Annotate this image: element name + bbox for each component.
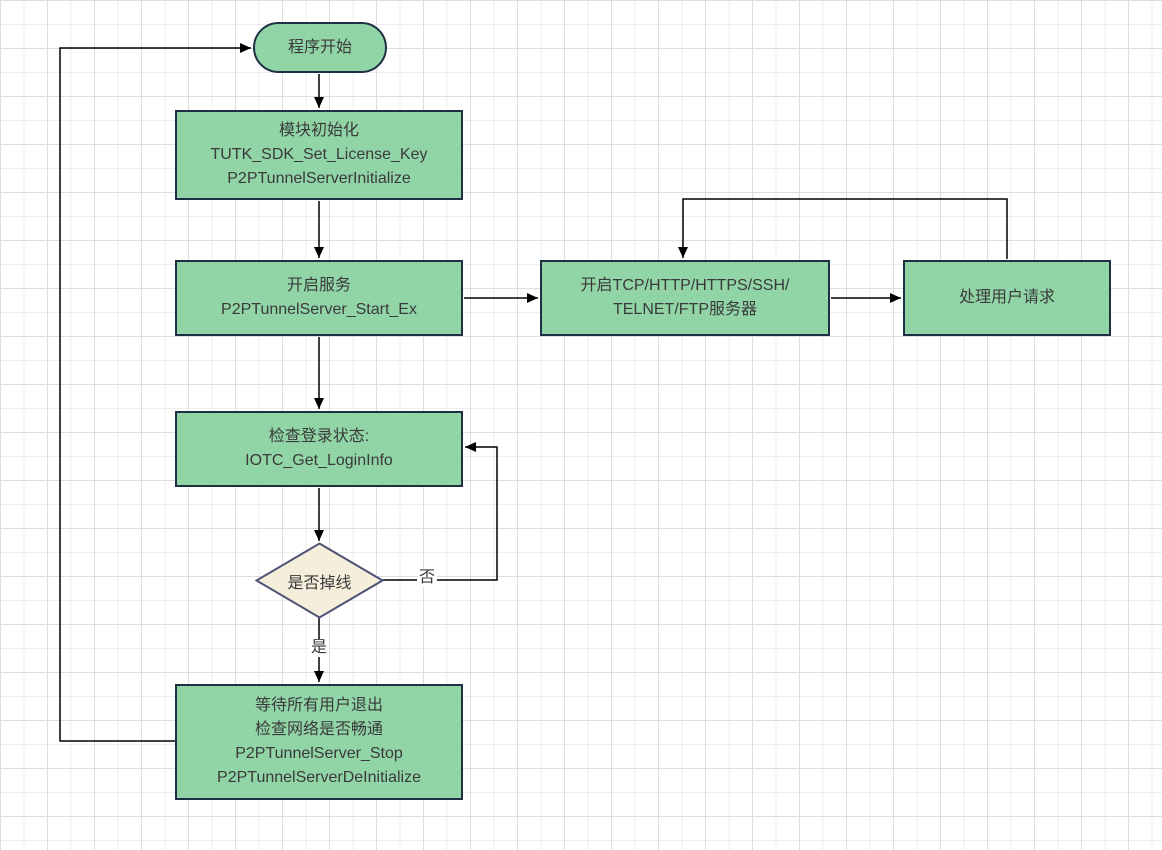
node-cleanup-line: 等待所有用户退出 [254, 697, 383, 714]
node-module-init-line: P2PTunnelServerInitialize [227, 170, 411, 187]
node-check-login-line: 检查登录状态: [268, 428, 370, 445]
node-cleanup[interactable]: 等待所有用户退出 检查网络是否畅通 P2PTunnelServer_Stop P… [175, 684, 463, 800]
node-cleanup-line: 检查网络是否畅通 [254, 721, 383, 738]
edge-label-yes: 是 [308, 639, 330, 657]
node-handle-requests[interactable]: 处理用户请求 [903, 260, 1111, 336]
node-decision[interactable]: 是否掉线 [255, 542, 384, 619]
node-start-label: 程序开始 [287, 38, 352, 56]
node-check-login[interactable]: 检查登录状态: IOTC_Get_LoginInfo [175, 411, 463, 487]
node-check-login-line: IOTC_Get_LoginInfo [245, 452, 393, 469]
node-open-servers[interactable]: 开启TCP/HTTP/HTTPS/SSH/ TELNET/FTP服务器 [540, 260, 830, 336]
node-module-init-line: 模块初始化 [278, 122, 359, 139]
node-open-servers-line: 开启TCP/HTTP/HTTPS/SSH/ [580, 277, 790, 294]
edge-handle-loop-to-servers [678, 198, 1008, 259]
node-start-service-line: P2PTunnelServer_Start_Ex [221, 301, 417, 318]
node-start[interactable]: 程序开始 [253, 22, 387, 73]
edge-label-no: 否 [416, 569, 438, 587]
node-start-service[interactable]: 开启服务 P2PTunnelServer_Start_Ex [175, 260, 463, 336]
node-cleanup-line: P2PTunnelServerDeInitialize [217, 769, 421, 786]
node-handle-requests-label: 处理用户请求 [958, 289, 1055, 306]
node-open-servers-line: TELNET/FTP服务器 [612, 301, 757, 318]
node-cleanup-line: P2PTunnelServer_Stop [235, 745, 403, 762]
node-module-init-line: TUTK_SDK_Set_License_Key [210, 146, 428, 163]
node-start-service-line: 开启服务 [286, 277, 351, 294]
node-decision-label: 是否掉线 [287, 574, 352, 592]
decision-diamond-shape [255, 542, 384, 619]
node-module-init[interactable]: 模块初始化 TUTK_SDK_Set_License_Key P2PTunnel… [175, 110, 463, 200]
